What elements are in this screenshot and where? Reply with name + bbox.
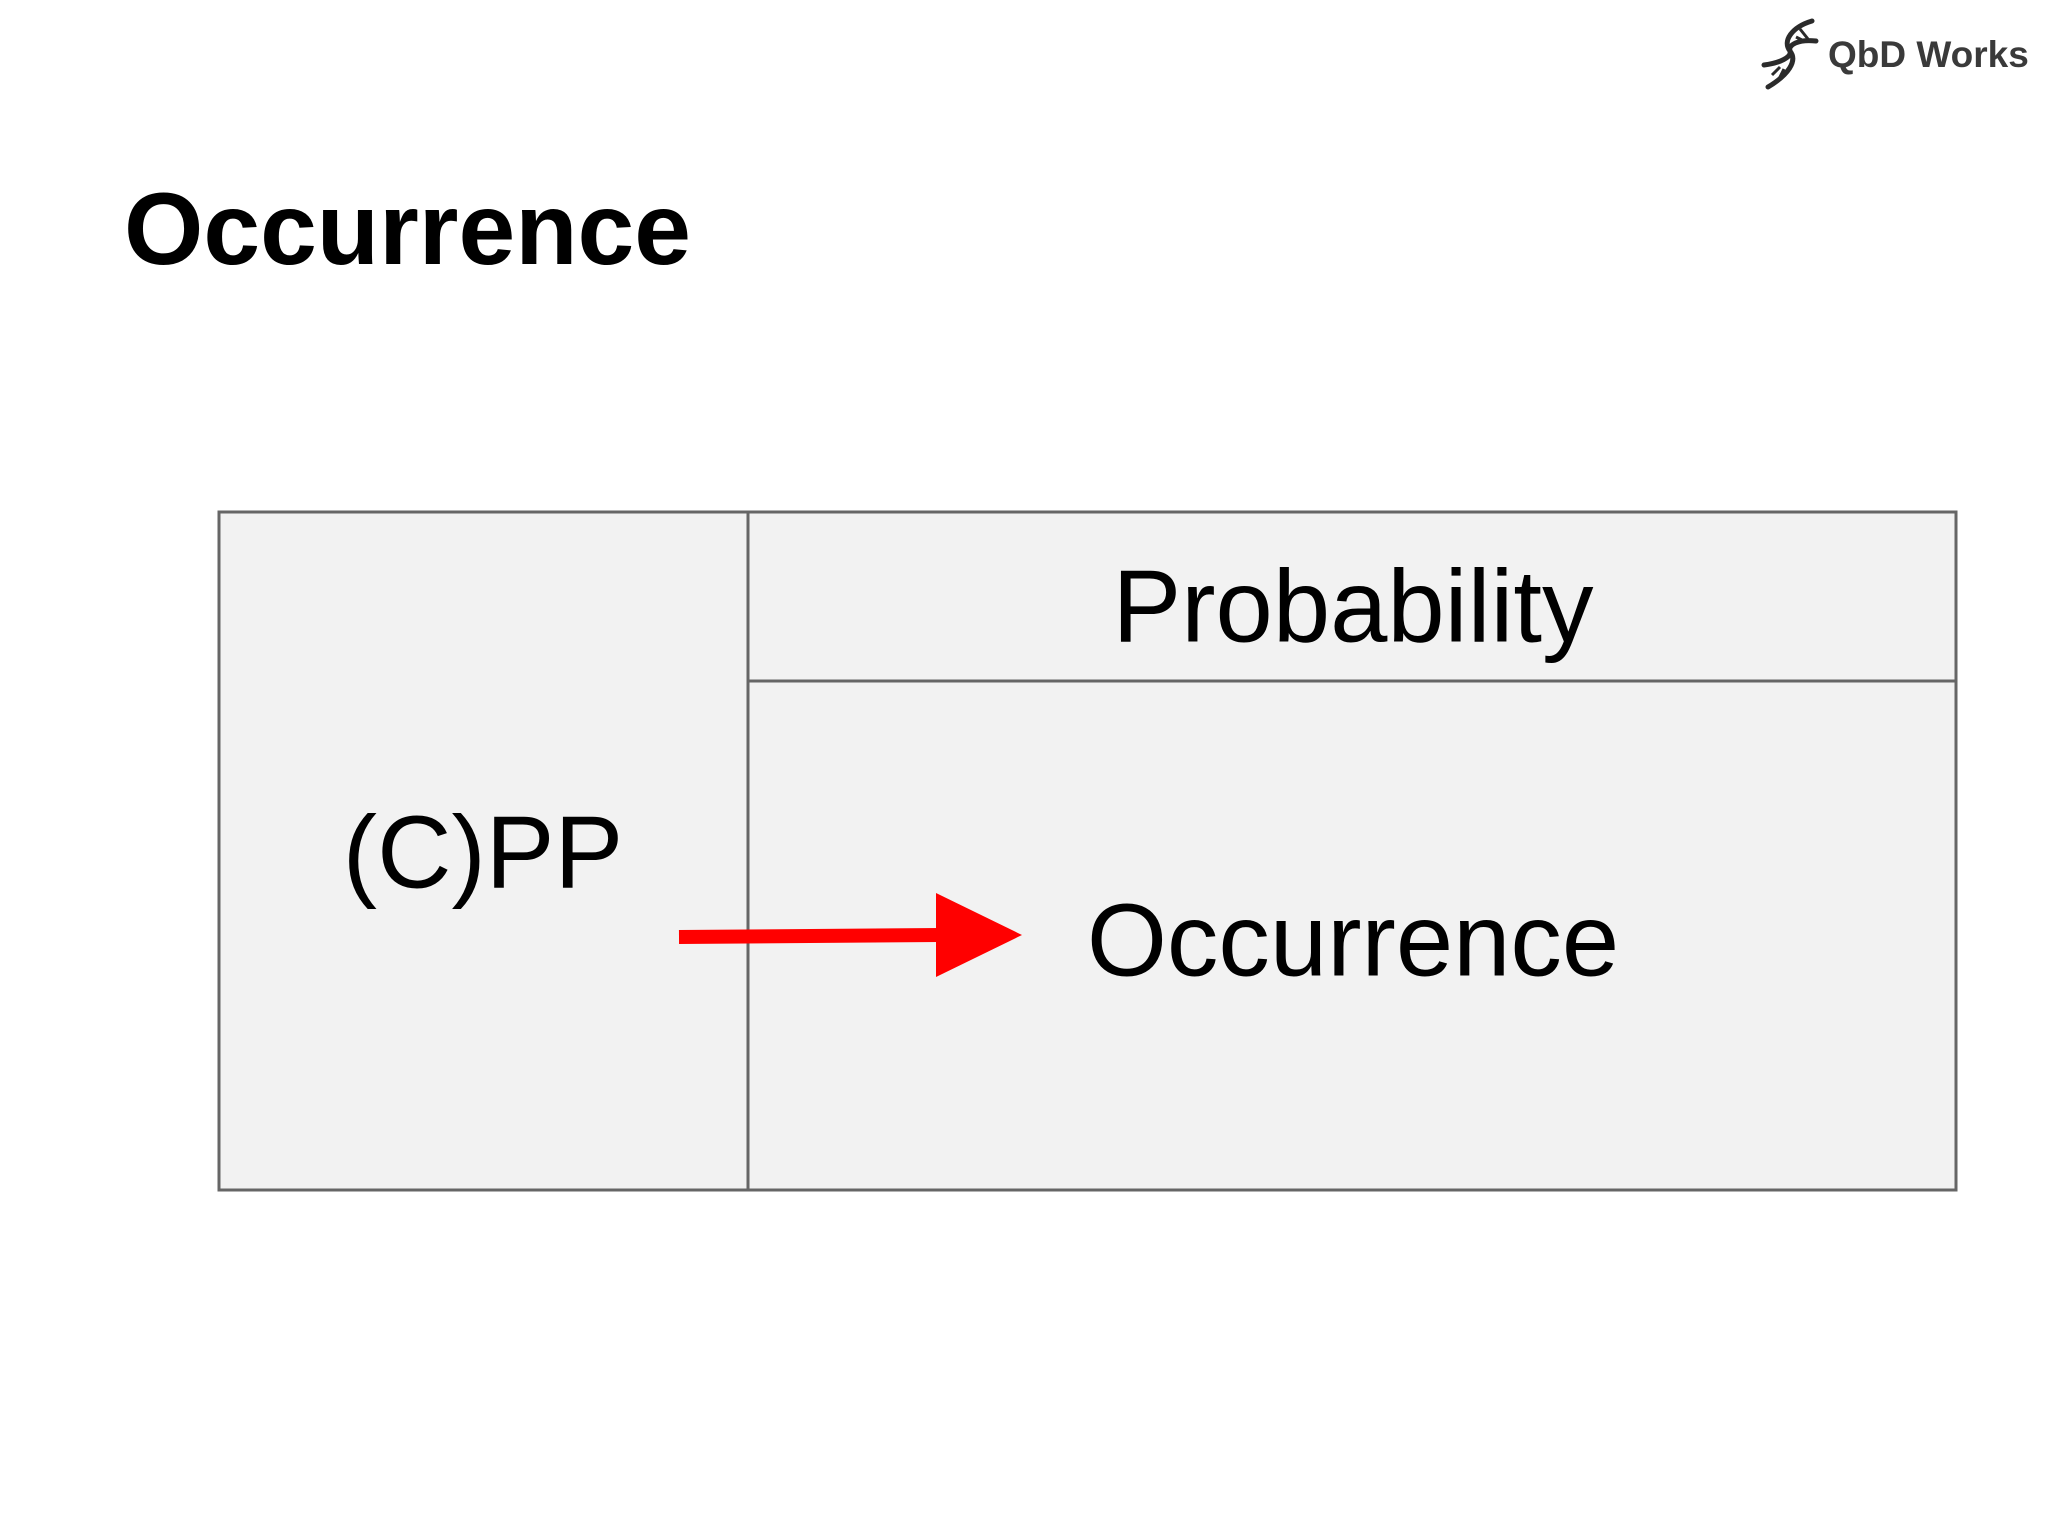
slide-title: Occurrence — [124, 172, 691, 286]
header-cell — [746, 510, 1958, 683]
header-cell-label: Probability — [1112, 548, 1594, 664]
body-cell-label: Occurrence — [1086, 882, 1620, 998]
brand-name: QbD Works — [1828, 33, 2029, 75]
brand-logo: QbD Works — [1758, 16, 2029, 92]
dna-helix-icon — [1761, 18, 1819, 90]
left-cell-label: (C)PP — [342, 794, 624, 910]
red-arrow — [678, 893, 1022, 977]
left-cell — [217, 510, 750, 1192]
arrow-shaft — [678, 928, 941, 944]
arrow-head — [936, 893, 1022, 977]
